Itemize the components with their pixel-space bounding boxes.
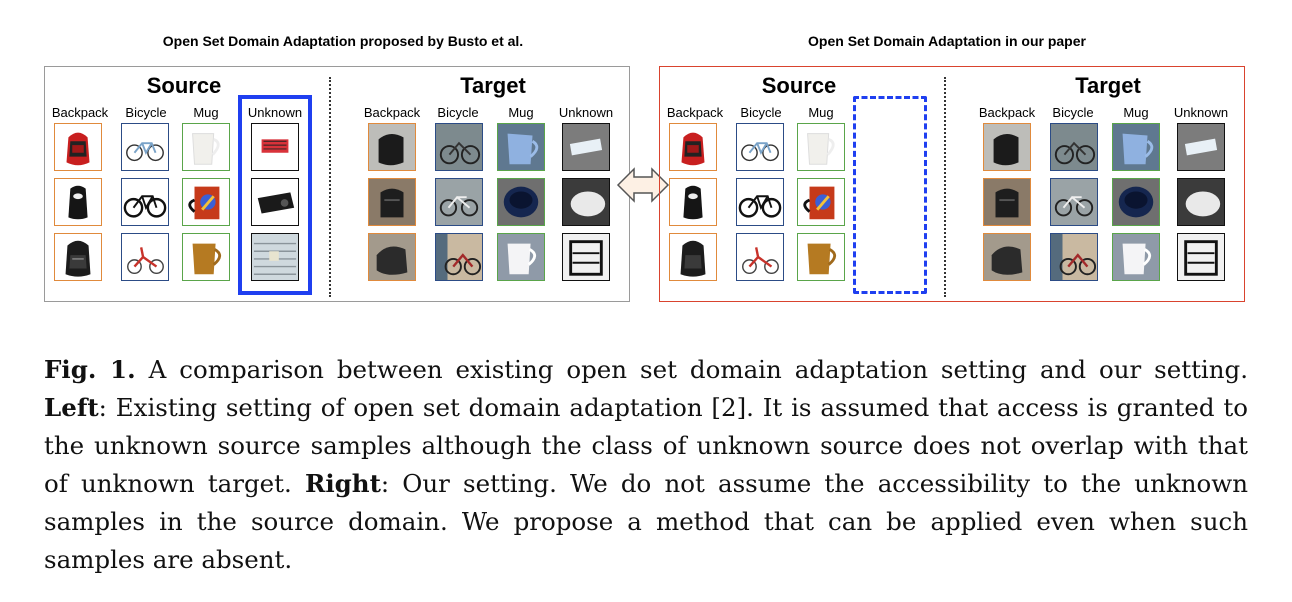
unknown-thumbnail	[1177, 178, 1225, 226]
backpack-thumbnail	[368, 233, 416, 281]
backpack-thumbnail	[54, 233, 102, 281]
left-tgt-col-bicycle: Bicycle	[437, 105, 479, 120]
right-tgt-col-backpack: Backpack	[978, 105, 1036, 120]
bicycle-thumbnail	[121, 123, 169, 171]
unknown-thumbnail	[251, 233, 299, 281]
caption-intro: A comparison between existing open set d…	[135, 355, 1249, 384]
mug-thumbnail	[182, 178, 230, 226]
backpack-thumbnail	[983, 178, 1031, 226]
right-absent-unknown-slot	[853, 96, 927, 294]
bicycle-thumbnail	[1050, 123, 1098, 171]
mug-thumbnail	[797, 233, 845, 281]
left-tgt-col-unknown: Unknown	[558, 105, 614, 120]
bicycle-thumbnail	[435, 233, 483, 281]
bicycle-thumbnail	[1050, 233, 1098, 281]
left-panel: Source Target Backpack Bicycle Mug Unkno…	[44, 66, 630, 302]
backpack-thumbnail	[983, 123, 1031, 171]
backpack-thumbnail	[368, 178, 416, 226]
left-target-heading: Target	[460, 73, 526, 98]
right-tgt-col-unknown: Unknown	[1173, 105, 1229, 120]
backpack-thumbnail	[669, 123, 717, 171]
mug-thumbnail	[797, 178, 845, 226]
bicycle-thumbnail	[736, 233, 784, 281]
right-src-col-mug: Mug	[808, 105, 834, 120]
double-arrow-icon	[616, 167, 670, 203]
left-src-col-mug: Mug	[193, 105, 219, 120]
unknown-thumbnail	[562, 178, 610, 226]
bicycle-thumbnail	[435, 178, 483, 226]
unknown-thumbnail	[251, 123, 299, 171]
caption-right-label: Right	[304, 469, 381, 498]
left-domain-separator	[329, 77, 331, 297]
right-panel: Source Target Backpack Bicycle Mug Backp…	[659, 66, 1245, 302]
right-source-heading: Source	[761, 73, 837, 98]
unknown-thumbnail	[1177, 123, 1225, 171]
bicycle-thumbnail	[435, 123, 483, 171]
backpack-thumbnail	[54, 178, 102, 226]
left-source-heading: Source	[146, 73, 222, 98]
mug-thumbnail	[182, 123, 230, 171]
right-tgt-col-bicycle: Bicycle	[1052, 105, 1094, 120]
right-src-col-backpack: Backpack	[666, 105, 724, 120]
right-src-col-bicycle: Bicycle	[740, 105, 782, 120]
left-src-col-backpack: Backpack	[51, 105, 109, 120]
mug-thumbnail	[182, 233, 230, 281]
mug-thumbnail	[1112, 178, 1160, 226]
backpack-thumbnail	[983, 233, 1031, 281]
mug-thumbnail	[1112, 123, 1160, 171]
mug-thumbnail	[497, 233, 545, 281]
unknown-thumbnail	[1177, 233, 1225, 281]
mug-thumbnail	[797, 123, 845, 171]
figure-caption: Fig. 1. A comparison between existing op…	[44, 351, 1248, 579]
left-tgt-col-backpack: Backpack	[363, 105, 421, 120]
right-panel-title: Open Set Domain Adaptation in our paper	[808, 33, 1086, 49]
caption-left-text: : Existing setting of open set domain ad…	[44, 393, 1248, 498]
right-tgt-col-mug: Mug	[1123, 105, 1149, 120]
left-src-col-bicycle: Bicycle	[125, 105, 167, 120]
caption-label: Fig. 1.	[44, 355, 136, 384]
left-src-col-unknown: Unknown	[247, 105, 303, 120]
left-tgt-col-mug: Mug	[508, 105, 534, 120]
mug-thumbnail	[497, 123, 545, 171]
caption-left-label: Left	[44, 393, 99, 422]
right-domain-separator	[944, 77, 946, 297]
bicycle-thumbnail	[121, 178, 169, 226]
left-unknown-source-highlight	[238, 95, 312, 295]
backpack-thumbnail	[54, 123, 102, 171]
mug-thumbnail	[497, 178, 545, 226]
mug-thumbnail	[1112, 233, 1160, 281]
unknown-thumbnail	[251, 178, 299, 226]
bicycle-thumbnail	[736, 178, 784, 226]
backpack-thumbnail	[368, 123, 416, 171]
unknown-thumbnail	[562, 233, 610, 281]
bicycle-thumbnail	[121, 233, 169, 281]
left-panel-title: Open Set Domain Adaptation proposed by B…	[162, 33, 524, 49]
caption-right-text: : Our setting. We do not assume the acce…	[44, 469, 1248, 574]
backpack-thumbnail	[669, 233, 717, 281]
unknown-thumbnail	[562, 123, 610, 171]
backpack-thumbnail	[669, 178, 717, 226]
right-target-heading: Target	[1075, 73, 1141, 98]
bicycle-thumbnail	[1050, 178, 1098, 226]
bicycle-thumbnail	[736, 123, 784, 171]
